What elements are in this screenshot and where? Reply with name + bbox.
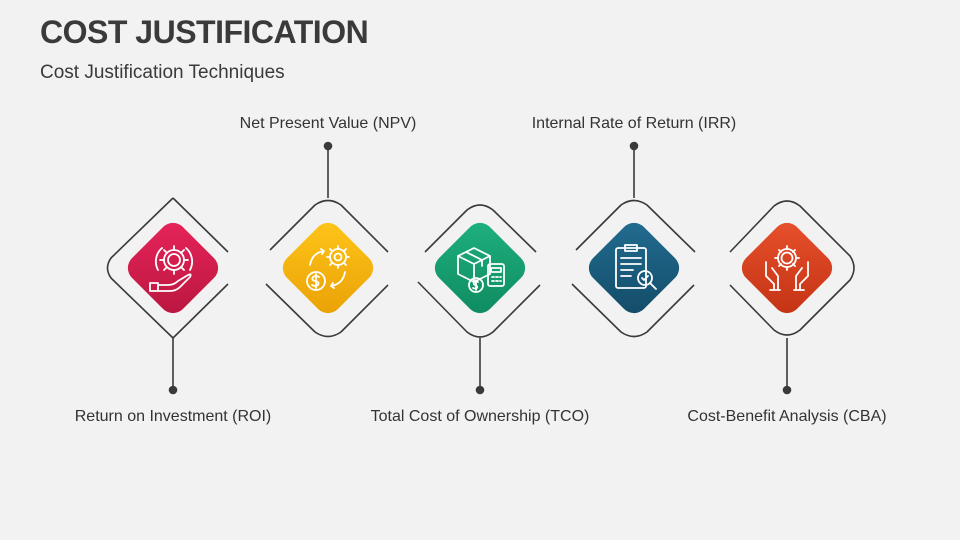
page-title: COST JUSTIFICATION [40,14,369,50]
label-irr: Internal Rate of Return (IRR) [531,115,737,132]
label-roi: Return on Investment (ROI) [74,408,272,425]
connector-dot-5 [782,385,792,395]
label-cba: Cost-Benefit Analysis (CBA) [687,408,887,425]
outline-1 [106,197,229,339]
connectors [168,141,792,395]
connector-dot-3 [475,385,485,395]
outline-4b [571,283,695,338]
connector-dot-4 [629,141,639,151]
clipboard-check-icon [615,244,657,290]
diamond-npv [282,222,374,314]
connector-dot-2 [323,141,333,151]
diamond-irr [588,222,680,314]
outline-2b [265,283,389,338]
connector-dot-1 [168,385,178,395]
outline-2 [269,199,389,253]
outline-4 [575,199,696,253]
gear-dollar-cycle-icon [306,245,350,291]
outline-3b [417,281,541,338]
outline-5 [729,200,855,336]
label-tco: Total Cost of Ownership (TCO) [370,408,590,425]
outline-3 [424,204,537,253]
diamond-outlines [106,197,855,339]
diamond-tco [434,222,526,314]
inner-diamonds [127,222,833,314]
hands-money-gear-icon [765,245,809,291]
outline-1b [172,197,229,253]
page-subtitle: Cost Justification Techniques [40,62,285,83]
label-npv: Net Present Value (NPV) [239,115,417,132]
box-calculator-icon [457,247,505,293]
hand-money-gear-icon [149,245,193,292]
